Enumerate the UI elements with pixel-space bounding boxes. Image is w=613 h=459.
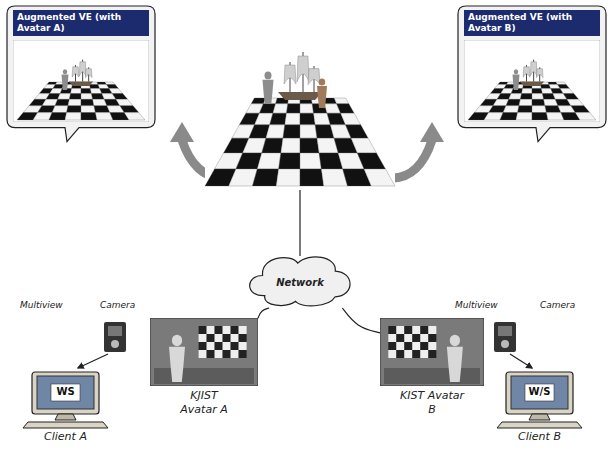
network-link — [342, 308, 380, 333]
device-label: Camera — [100, 300, 135, 310]
photo-caption: KJIST Avatar A — [172, 389, 236, 417]
device-label: Camera — [540, 300, 575, 310]
callout-title: Augmented VE (with Avatar A) — [13, 10, 149, 36]
avatar-photo: KJIST Avatar A — [150, 318, 258, 417]
camera-arrow — [510, 354, 532, 368]
client-label: Client A — [18, 430, 113, 443]
photo-image — [380, 318, 484, 386]
view-callout: Augmented VE (with Avatar A) — [5, 4, 157, 144]
camera-icon — [104, 322, 126, 352]
camera-arrow — [78, 354, 108, 368]
device-label: Multiview — [455, 300, 498, 310]
device-label: Multiview — [20, 300, 63, 310]
update-arrow — [392, 122, 444, 178]
client-label: Client B — [492, 430, 587, 443]
cloud-label: Network — [245, 277, 355, 288]
network-link — [258, 308, 269, 318]
shared-scene — [205, 52, 395, 188]
monitor-icon — [18, 370, 113, 430]
callout-title: Augmented VE (with Avatar B) — [464, 10, 600, 36]
avatar-photo: KIST Avatar B — [380, 318, 484, 417]
network-link — [299, 190, 300, 256]
photo-image — [150, 318, 258, 386]
workstation: W/S Client B — [492, 370, 587, 443]
workstation-label: WS — [18, 386, 113, 397]
scene-thumbnail — [13, 40, 149, 122]
camera-icon — [494, 322, 516, 352]
workstation-label: W/S — [492, 386, 587, 397]
monitor-icon — [492, 370, 587, 430]
photo-caption: KIST Avatar B — [400, 389, 464, 417]
view-callout: Augmented VE (with Avatar B) — [456, 4, 608, 144]
network-cloud: Network — [245, 252, 355, 308]
workstation: WS Client A — [18, 370, 113, 443]
scene-thumbnail — [464, 40, 600, 122]
